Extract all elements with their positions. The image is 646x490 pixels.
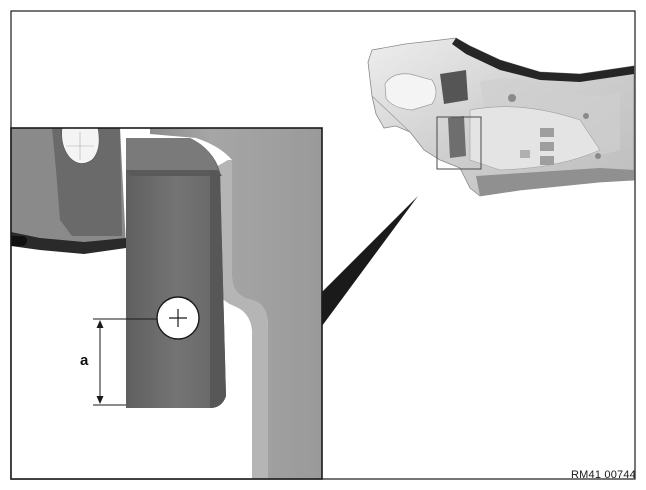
dimension-arrow-top (96, 320, 104, 328)
dimension-label: a (80, 352, 89, 369)
zoom-frame (10, 127, 323, 480)
callout-pointer (322, 196, 418, 326)
zoom-detail (11, 128, 322, 479)
detail-marker (436, 116, 482, 170)
overview-panel (367, 37, 635, 197)
dimension-arrow-bottom (96, 396, 104, 404)
reference-code: RM41 00744 (571, 469, 636, 481)
